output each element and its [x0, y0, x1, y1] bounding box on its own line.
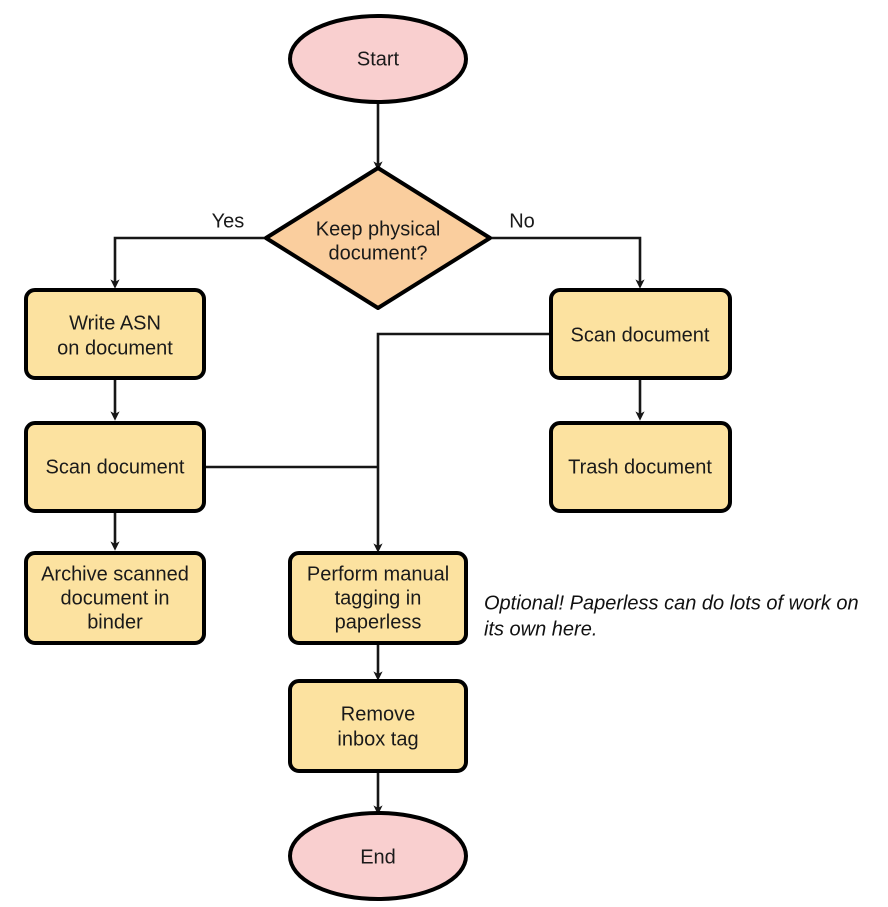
edge-label-yes: Yes: [212, 210, 245, 232]
remove-inbox-label-line2: inbox tag: [337, 728, 418, 750]
write-asn-box-shape: [24, 288, 206, 380]
tagging-box-shape: [288, 551, 468, 645]
archive-label-line1: Archive scanned: [41, 563, 189, 585]
remove-inbox-box-shape: [288, 679, 468, 773]
node-archive-scanned-document[interactable]: Archive scanned document in binder: [24, 551, 206, 645]
start-ellipse-shape: [288, 14, 468, 104]
scan-document-right-label: Scan document: [571, 324, 710, 346]
scan-document-left-box-shape: [24, 421, 206, 513]
edge-scan-right-to-tagging: [373, 332, 551, 553]
end-ellipse-shape: [288, 811, 468, 901]
annotation-optional-paperless: Optional! Paperless can do lots of work …: [484, 592, 859, 640]
edge-label-no: No: [509, 210, 535, 232]
node-decision-keep-physical-document[interactable]: Keep physical document?: [264, 166, 492, 310]
archive-box-shape: [24, 551, 206, 645]
tagging-label-line1: Perform manual: [307, 563, 449, 585]
node-perform-manual-tagging[interactable]: Perform manual tagging in paperless: [288, 551, 468, 645]
edge-yes-to-write-asn: [110, 236, 266, 289]
archive-label-line3: binder: [87, 611, 143, 633]
node-remove-inbox-tag[interactable]: Remove inbox tag: [288, 679, 468, 773]
scan-document-left-label: Scan document: [46, 456, 185, 478]
write-asn-label-line1: Write ASN: [69, 312, 161, 334]
tagging-label-line2: tagging in: [335, 587, 422, 609]
node-write-asn-on-document[interactable]: Write ASN on document: [24, 288, 206, 380]
write-asn-label-line2: on document: [57, 337, 173, 359]
node-end[interactable]: End: [288, 811, 468, 901]
scan-document-right-box-shape: [549, 288, 732, 380]
node-scan-document-right[interactable]: Scan document: [549, 288, 732, 380]
trash-document-label: Trash document: [568, 456, 712, 478]
edge-no-to-scan-right: [490, 236, 645, 289]
annotation-line2: its own here.: [484, 618, 597, 640]
end-label: End: [360, 846, 396, 868]
tagging-label-line3: paperless: [335, 611, 422, 633]
node-start[interactable]: Start: [288, 14, 468, 104]
trash-document-box-shape: [549, 421, 732, 513]
start-label: Start: [357, 48, 400, 70]
remove-inbox-label-line1: Remove: [341, 703, 415, 725]
decision-diamond-shape: [264, 166, 492, 310]
decision-label-line2: document?: [329, 242, 428, 264]
node-trash-document[interactable]: Trash document: [549, 421, 732, 513]
decision-label-line1: Keep physical: [316, 218, 441, 240]
archive-label-line2: document in: [61, 587, 170, 609]
node-scan-document-left[interactable]: Scan document: [24, 421, 206, 513]
annotation-line1: Optional! Paperless can do lots of work …: [484, 592, 859, 614]
